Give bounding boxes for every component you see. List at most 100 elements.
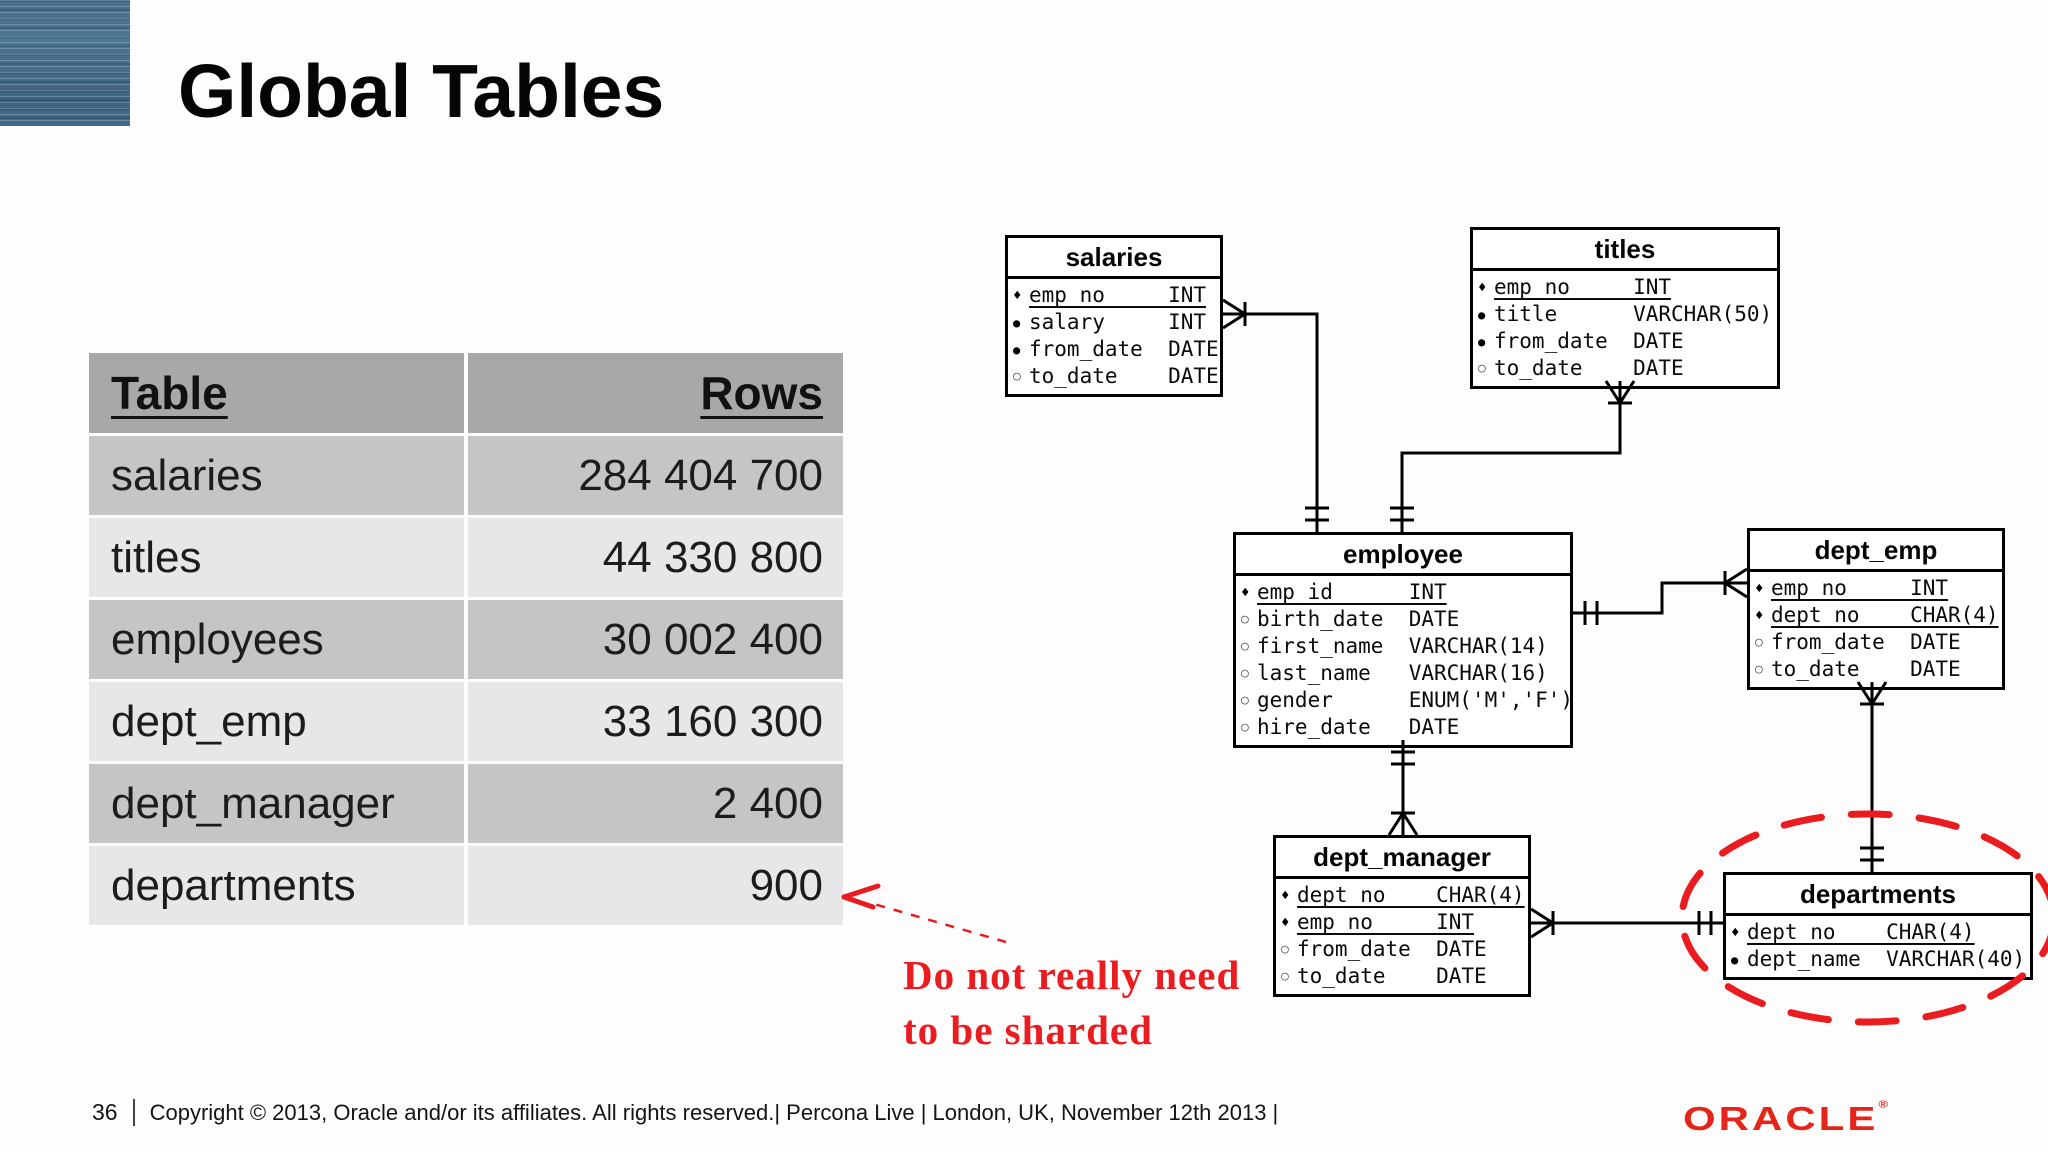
crows-foot-icon	[1222, 312, 1246, 330]
er-column-text: emp_no INT	[1771, 576, 1949, 600]
nullable-circle-icon: ○	[1281, 942, 1289, 957]
er-column-row: ●title VARCHAR(50)	[1478, 301, 1773, 328]
crows-foot-icon	[1530, 907, 1554, 925]
crows-foot-icon	[1222, 298, 1246, 316]
er-table-columns: ♦emp_no INT●title VARCHAR(50)●from_date …	[1473, 271, 1777, 386]
annotation-arrowhead-icon	[841, 894, 876, 910]
crows-foot-icon	[1530, 921, 1554, 939]
connector-dept_emp-employee	[1573, 581, 1747, 615]
pk-diamond-icon: ♦	[1241, 584, 1250, 601]
er-column-text: gender ENUM('M','F')	[1257, 688, 1574, 712]
er-column-text: to_date DATE	[1771, 657, 1961, 681]
er-column-text: to_date DATE	[1029, 364, 1219, 388]
pk-diamond-icon: ♦	[1731, 924, 1740, 941]
footer-divider	[132, 1099, 135, 1126]
er-table-title: titles	[1473, 230, 1777, 271]
annotation-arrowhead-icon	[841, 883, 881, 900]
er-column-text: dept_no CHAR(4)	[1297, 883, 1525, 907]
er-column-text: from_date DATE	[1494, 329, 1684, 353]
er-column-row: ♦dept_no CHAR(4)	[1281, 882, 1525, 909]
er-column-row: ○ to_date DATE	[1013, 363, 1219, 390]
notnull-bullet-icon: ●	[1013, 342, 1021, 357]
er-table-title: dept_emp	[1750, 531, 2002, 572]
nullable-circle-icon: ○	[1241, 693, 1249, 708]
nullable-circle-icon: ○	[1755, 635, 1763, 650]
row-count-cell: 284 404 700	[468, 436, 843, 515]
crows-foot-icon	[1724, 567, 1748, 585]
notnull-bullet-icon: ●	[1013, 315, 1021, 330]
er-column-row: ♦ emp_no INT	[1478, 274, 1773, 301]
row-count-table-header: Table Rows	[89, 353, 843, 433]
er-column-text: emp_id INT	[1257, 580, 1447, 604]
er-column-text: from_date DATE	[1771, 630, 1961, 654]
connector-titles-employee	[1400, 381, 1622, 532]
table-name-cell: departments	[89, 846, 464, 925]
table-name-cell: dept_manager	[89, 764, 464, 843]
notnull-bullet-icon: ●	[1731, 952, 1739, 967]
er-column-row: ○ from_date DATE	[1281, 936, 1524, 963]
er-column-row: ●salary INT	[1013, 309, 1216, 336]
er-column-text: birth_date DATE	[1257, 607, 1460, 631]
pk-diamond-icon: ♦	[1478, 279, 1487, 296]
header-label-table: Table	[111, 367, 228, 419]
er-table-columns: ♦dept_no CHAR(4)●dept_name VARCHAR(40)	[1726, 916, 2030, 977]
er-table-title: salaries	[1008, 238, 1220, 279]
pk-diamond-icon: ♦	[1755, 607, 1764, 624]
row-count-cell: 30 002 400	[468, 600, 843, 679]
er-column-text: from_date DATE	[1029, 337, 1219, 361]
er-column-row: ○last_name VARCHAR(16)	[1241, 660, 1566, 687]
er-column-row: ○to_date DATE	[1755, 656, 1998, 683]
er-column-text: emp_no INT	[1494, 275, 1672, 299]
table-name-cell: salaries	[89, 436, 464, 515]
page-number: 36	[92, 1099, 118, 1125]
er-table-dept_emp: dept_emp ♦emp_no INT ♦ dept_no CHAR(4) ○ from…	[1747, 528, 2005, 690]
er-table-columns: ♦dept_no CHAR(4) ♦ emp_no INT ○ from_date DA…	[1276, 879, 1528, 994]
er-table-columns: ♦ emp_id INT ○ birth_date DATE ○ first_name V…	[1236, 576, 1574, 745]
er-table-dept_manager: dept_manager♦dept_no CHAR(4)♦emp_no INT○…	[1273, 835, 1531, 997]
er-column-row: ♦ emp_id INT	[1241, 579, 1566, 606]
nullable-circle-icon: ○	[1241, 612, 1249, 627]
er-column-text: first_name VARCHAR(14)	[1257, 634, 1548, 658]
nullable-circle-icon: ○	[1241, 639, 1249, 654]
er-table-titles: titles♦emp_no INT●title VARCHAR(50)●from…	[1470, 227, 1780, 389]
nullable-circle-icon: ○	[1478, 361, 1486, 376]
er-table-title: employee	[1236, 535, 1570, 576]
er-column-text: emp_no INT	[1297, 910, 1475, 934]
er-column-row: ● from_date DATE	[1013, 336, 1219, 363]
table-name-cell: dept_emp	[89, 682, 464, 761]
er-column-text: hire_date DATE	[1257, 715, 1460, 739]
annotation-arrow-line	[873, 902, 1007, 944]
er-column-row: ○to_date DATE	[1478, 355, 1773, 382]
table-name-cell: titles	[89, 518, 464, 597]
annotation-line-1: Do not really need	[903, 952, 1241, 998]
er-table-salaries: salaries♦emp_no INT●salary INT●from_date…	[1005, 235, 1223, 397]
er-column-row: ○ hire_date DATE	[1241, 714, 1566, 741]
crows-foot-icon	[1401, 812, 1419, 836]
pk-diamond-icon: ♦	[1281, 914, 1290, 931]
table-name-cell: employees	[89, 600, 464, 679]
copyright-text: Copyright © 2013, Oracle and/or its affi…	[149, 1099, 1279, 1125]
er-column-text: from_date DATE	[1297, 937, 1487, 961]
er-column-row: ○ first_name VARCHAR(14)	[1241, 633, 1566, 660]
er-column-text: dept_no CHAR(4)	[1771, 603, 1999, 627]
er-column-row: ● dept_name VARCHAR(40)	[1731, 946, 2026, 973]
er-table-title: departments	[1726, 875, 2030, 916]
er-column-row: ♦ dept_no CHAR(4)	[1755, 602, 1999, 629]
row-count-cell: 33 160 300	[468, 682, 843, 761]
er-column-text: title VARCHAR(50)	[1494, 302, 1773, 326]
er-column-text: last_name VARCHAR(16)	[1257, 661, 1548, 685]
er-column-text: to_date DATE	[1297, 964, 1487, 988]
oracle-logo: ORACLE®	[1683, 1098, 1888, 1138]
er-column-row: ○ from_date DATE	[1755, 629, 1998, 656]
nullable-circle-icon: ○	[1241, 720, 1249, 735]
er-column-text: dept_name VARCHAR(40)	[1747, 947, 2026, 971]
header-cell-table: Table	[89, 353, 464, 433]
er-column-row: ♦emp_no INT	[1755, 575, 1998, 602]
nullable-circle-icon: ○	[1013, 369, 1021, 384]
er-table-columns: ♦emp_no INT●salary INT●from_date DATE○to…	[1008, 279, 1220, 394]
footer: 36 Copyright © 2013, Oracle and/or its a…	[92, 1099, 1278, 1126]
